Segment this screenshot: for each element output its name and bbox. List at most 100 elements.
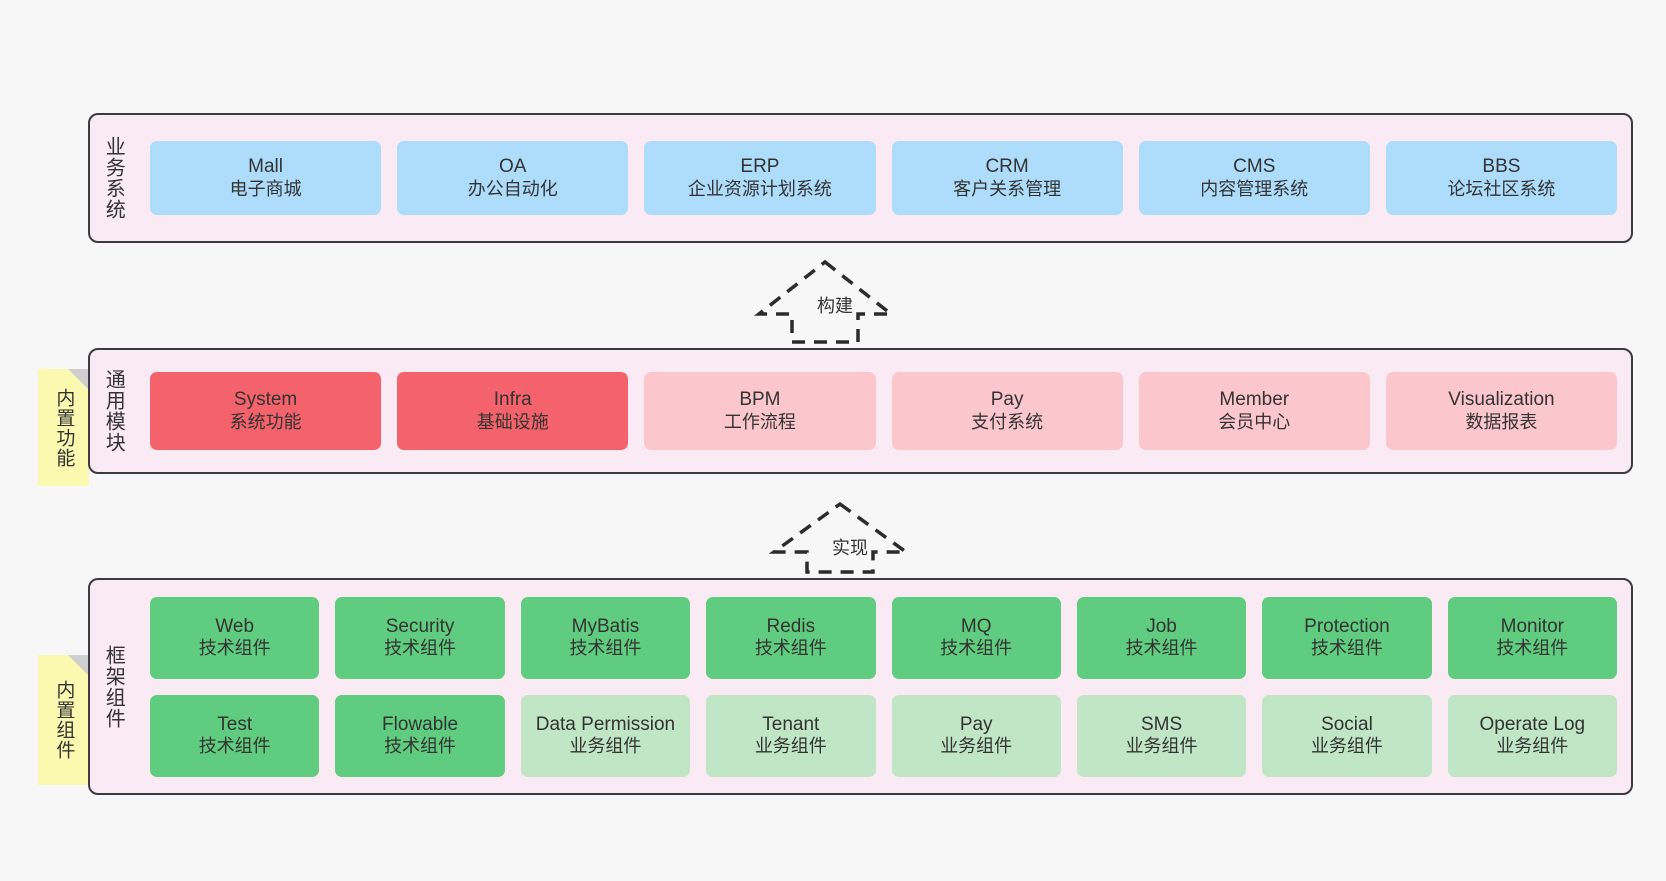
module-subtitle: 支付系统 [971,411,1044,432]
module-box-crm[interactable]: CRM 客户关系管理 [891,141,1123,215]
module-subtitle: 业务组件 [940,736,1013,757]
module-box-cms[interactable]: CMS 内容管理系统 [1138,141,1370,215]
module-box-visualization[interactable]: Visualization 数据报表 [1385,372,1618,450]
module-subtitle: 会员中心 [1218,411,1291,432]
layer-framework-component: 框架组件 Web 技术组件 Security 技术组件 MyBatis 技术组件… [88,578,1633,795]
module-box-member[interactable]: Member 会员中心 [1138,372,1370,450]
module-box-sms[interactable]: SMS 业务组件 [1076,694,1247,777]
module-box-test[interactable]: Test 技术组件 [150,694,320,777]
module-subtitle: 工作流程 [723,411,796,432]
arrow-outline-icon [768,501,912,574]
framework-component-row-1: Web 技术组件 Security 技术组件 MyBatis 技术组件 Redi… [150,596,1617,679]
module-box-infra[interactable]: Infra 基础设施 [397,372,629,450]
module-subtitle: 办公自动化 [467,178,558,199]
module-box-pay[interactable]: Pay 支付系统 [891,372,1123,450]
module-box-tenant[interactable]: Tenant 业务组件 [706,694,876,777]
module-name: Data Permission [535,713,676,735]
module-subtitle: 业务组件 [1310,736,1383,757]
module-name: ERP [740,156,780,178]
module-name: Infra [493,389,532,411]
module-subtitle: 论坛社区系统 [1447,178,1556,199]
module-name: CRM [985,156,1029,178]
module-box-bpm[interactable]: BPM 工作流程 [644,372,876,450]
arrow-build: 构建 [753,258,897,344]
module-box-data-permission[interactable]: Data Permission 业务组件 [520,694,691,777]
module-subtitle: 业务组件 [569,736,642,757]
module-subtitle: 内容管理系统 [1200,178,1309,199]
business-system-row: Mall 电子商城 OA 办公自动化 ERP 企业资源计划系统 CRM 客户关系… [150,141,1618,215]
module-subtitle: 技术组件 [384,736,457,757]
module-name: Test [217,713,253,735]
module-name: Protection [1304,615,1390,637]
module-box-oa[interactable]: OA 办公自动化 [397,141,629,215]
module-name: Security [385,615,455,637]
module-subtitle: 业务组件 [1496,736,1569,757]
module-subtitle: 技术组件 [1125,638,1198,659]
module-subtitle: 企业资源计划系统 [687,178,832,199]
layer-body-common-module: System 系统功能 Infra 基础设施 BPM 工作流程 Pay 支付系统… [136,350,1631,472]
module-name: Member [1219,389,1290,411]
module-box-operate-log[interactable]: Operate Log 业务组件 [1447,694,1617,777]
module-name: Monitor [1500,615,1564,637]
folded-corner-icon [68,655,89,676]
module-box-monitor[interactable]: Monitor 技术组件 [1447,596,1617,679]
layer-body-business-system: Mall 电子商城 OA 办公自动化 ERP 企业资源计划系统 CRM 客户关系… [136,115,1631,241]
arrow-outline-icon [753,259,897,344]
module-name: Mall [248,156,283,178]
module-name: MQ [960,615,992,637]
module-name: Social [1321,713,1373,735]
module-name: System [233,389,298,411]
module-subtitle: 基础设施 [476,411,549,432]
module-box-job[interactable]: Job 技术组件 [1076,596,1247,679]
module-subtitle: 技术组件 [384,638,457,659]
sticky-note-builtin-component: 内置组件 [38,655,89,785]
arrow-build-label: 构建 [815,292,855,318]
common-module-row: System 系统功能 Infra 基础设施 BPM 工作流程 Pay 支付系统… [150,372,1618,450]
module-name: Redis [766,615,816,637]
module-name: Pay [990,389,1024,411]
module-subtitle: 技术组件 [198,736,271,757]
sticky-note-builtin-function: 内置功能 [38,369,89,486]
module-name: Visualization [1448,389,1555,411]
module-subtitle: 技术组件 [1310,638,1383,659]
module-box-system[interactable]: System 系统功能 [150,372,382,450]
module-subtitle: 电子商城 [229,178,302,199]
sticky-note-label: 内置功能 [53,387,75,468]
module-box-redis[interactable]: Redis 技术组件 [706,596,876,679]
layer-common-module: 通用模块 System 系统功能 Infra 基础设施 BPM 工作流程 Pay [88,348,1633,474]
module-box-mybatis[interactable]: MyBatis 技术组件 [520,596,691,679]
layer-title-common-module: 通用模块 [102,369,125,453]
module-box-mq[interactable]: MQ 技术组件 [891,596,1061,679]
module-box-bbs[interactable]: BBS 论坛社区系统 [1385,141,1618,215]
layer-business-system: 业务系统 Mall 电子商城 OA 办公自动化 ERP 企业资源计划系统 CRM [88,113,1633,243]
module-box-flowable[interactable]: Flowable 技术组件 [335,694,505,777]
module-subtitle: 技术组件 [569,638,642,659]
module-subtitle: 系统功能 [229,411,302,432]
layer-body-framework-component: Web 技术组件 Security 技术组件 MyBatis 技术组件 Redi… [136,580,1631,793]
module-box-mall[interactable]: Mall 电子商城 [150,141,382,215]
module-subtitle: 技术组件 [754,638,827,659]
module-box-protection[interactable]: Protection 技术组件 [1262,596,1432,679]
module-box-security[interactable]: Security 技术组件 [335,596,505,679]
module-name: BBS [1482,156,1521,178]
module-box-erp[interactable]: ERP 企业资源计划系统 [644,141,876,215]
framework-component-row-2: Test 技术组件 Flowable 技术组件 Data Permission … [150,694,1617,777]
module-subtitle: 业务组件 [754,736,827,757]
arrow-implement-label: 实现 [830,534,870,560]
module-subtitle: 客户关系管理 [953,178,1062,199]
module-name: Operate Log [1479,713,1586,735]
module-subtitle: 数据报表 [1465,411,1538,432]
module-box-pay-component[interactable]: Pay 业务组件 [891,694,1061,777]
sticky-note-label: 内置组件 [53,680,75,760]
module-subtitle: 技术组件 [940,638,1013,659]
module-box-web[interactable]: Web 技术组件 [150,596,320,679]
module-name: Job [1146,615,1177,637]
module-name: CMS [1233,156,1276,178]
module-box-social[interactable]: Social 业务组件 [1262,694,1432,777]
folded-corner-icon [68,369,89,390]
module-name: MyBatis [571,615,640,637]
module-name: Flowable [382,713,459,735]
module-subtitle: 技术组件 [1496,638,1569,659]
module-subtitle: 业务组件 [1125,736,1198,757]
layer-title-framework-component: 框架组件 [102,644,125,729]
